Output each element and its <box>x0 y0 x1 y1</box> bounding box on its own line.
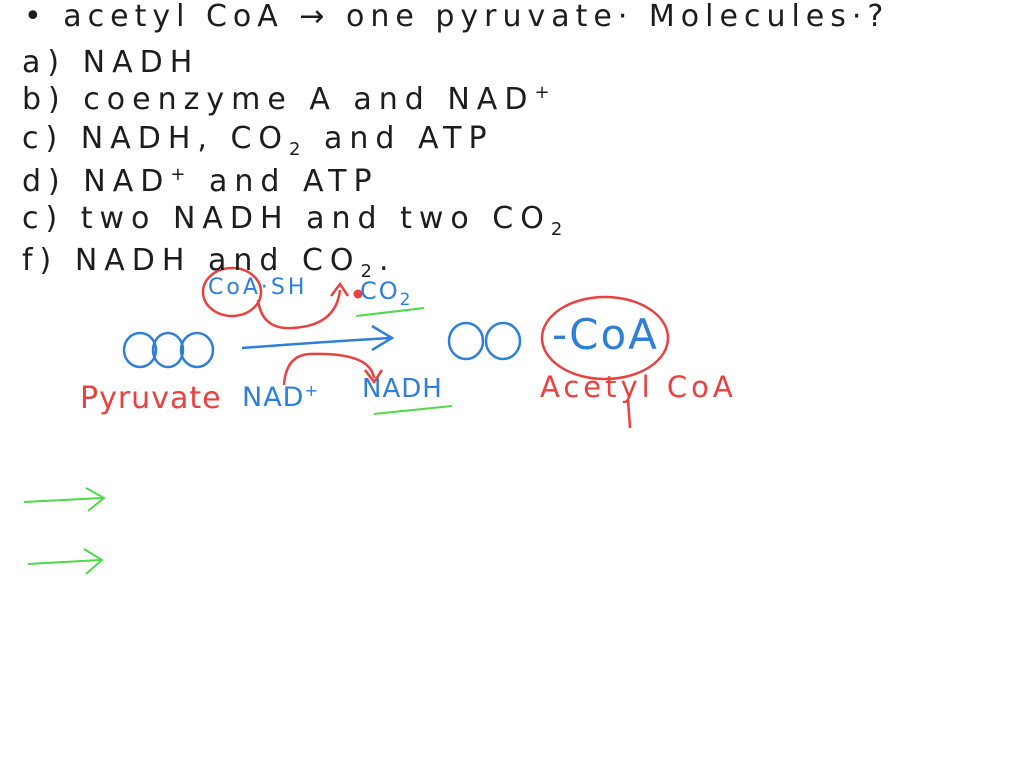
option-c-sub: 2 <box>289 139 308 160</box>
green-arrow-2 <box>27 559 101 565</box>
acetyl-coa-tail <box>626 399 632 429</box>
acetyl-carbon-2 <box>484 321 522 361</box>
option-a-text: NADH <box>82 45 200 80</box>
option-d: d) NAD+ and ATP <box>22 166 379 197</box>
option-b: b) coenzyme A and NAD+ <box>22 84 557 115</box>
option-d-prefix: d) <box>22 164 67 199</box>
co2-underline <box>355 307 425 317</box>
nad-text: NAD <box>242 382 305 413</box>
acetyl-coa-label: Acetyl CoA <box>540 370 737 404</box>
option-f-text: NADH and CO <box>74 243 361 278</box>
pyruvate-label: Pyruvate <box>80 381 222 416</box>
reaction-arrow <box>241 336 391 350</box>
coa-sh-label: CoA·SH <box>208 275 308 300</box>
option-b-sup: + <box>534 82 557 103</box>
green-arrowhead-1 <box>85 487 106 512</box>
option-a: a) NADH <box>22 48 199 78</box>
reaction-arrowhead <box>371 324 395 352</box>
option-b-text: coenzyme A and NAD <box>83 82 535 117</box>
nad-label: NAD+ <box>242 381 320 413</box>
option-e-sub: 2 <box>550 219 570 240</box>
product-coa-label: -CoA <box>552 310 659 359</box>
option-e-prefix: c) <box>22 201 65 236</box>
option-f-sub: 2 <box>360 261 379 282</box>
option-c-tail: and ATP <box>307 121 494 156</box>
nadh-label: NADH <box>362 374 443 404</box>
option-f-prefix: f) <box>22 243 59 278</box>
coa-product-circle <box>540 295 670 381</box>
option-d-tail: and ATP <box>192 164 379 199</box>
acetyl-carbon-1 <box>447 321 485 361</box>
question-title: • acetyl CoA → one pyruvate· Molecules·? <box>24 0 890 34</box>
co2-subscript: 2 <box>399 289 413 310</box>
nad-superscript: + <box>304 381 320 400</box>
nadh-arrowhead <box>364 369 384 385</box>
option-f-tail: . <box>378 243 396 278</box>
nadh-underline <box>373 405 453 415</box>
option-d-sup: + <box>170 164 193 185</box>
coa-reactant-circle <box>201 266 263 318</box>
pyruvate-carbon-3 <box>179 331 215 369</box>
co2-text: CO <box>360 277 400 305</box>
co2-label: CO2 <box>360 279 412 309</box>
coa-to-co2-curve <box>256 289 342 330</box>
co2-arrowhead <box>330 281 350 297</box>
green-arrow-1 <box>23 497 103 503</box>
option-e: c) two NADH and two CO2 <box>22 204 569 239</box>
red-dot <box>353 289 363 299</box>
option-b-prefix: b) <box>22 82 67 117</box>
option-d-text: NAD <box>83 164 171 199</box>
nad-to-nadh-curve <box>282 352 376 386</box>
option-e-text: two NADH and two CO <box>80 201 551 236</box>
pyruvate-carbon-2 <box>151 331 185 369</box>
option-a-prefix: a) <box>22 45 67 80</box>
option-c-text: NADH, CO <box>80 121 290 156</box>
green-arrowhead-2 <box>83 548 104 575</box>
pyruvate-carbon-1 <box>122 331 158 369</box>
option-c-prefix: c) <box>22 121 65 156</box>
option-f: f) NADH and CO2. <box>22 246 396 281</box>
option-c: c) NADH, CO2 and ATP <box>22 124 494 159</box>
